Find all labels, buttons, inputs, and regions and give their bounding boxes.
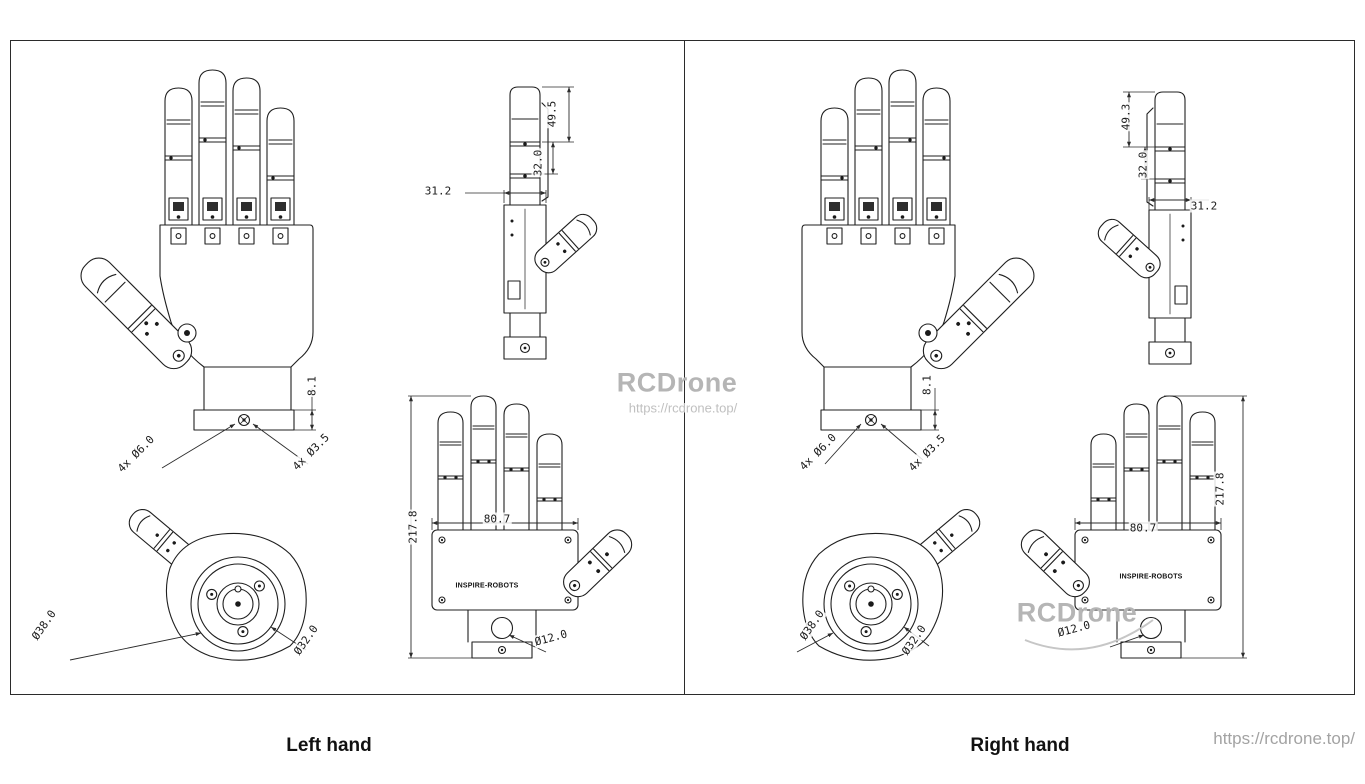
dim-midsegment-length-right: 32.0 (1136, 150, 1150, 180)
dim-palm-width-right: 80.7 (1128, 521, 1158, 535)
dim-fingertip-length-left: 49.5 (545, 99, 559, 129)
dim-base-plate-height-left: 8.1 (305, 375, 319, 397)
left-back-view (431, 395, 638, 659)
dim-fingertip-length-right: 49.3 (1119, 102, 1133, 132)
watermark-swoosh (1024, 619, 1154, 651)
dim-base-plate-height-right: 8.1 (920, 374, 934, 396)
panel-divider (684, 40, 686, 695)
dim-total-height-left: 217.8 (406, 509, 420, 545)
caption-left-hand: Left hand (286, 735, 372, 756)
dim-total-height-right: 217.8 (1213, 471, 1227, 507)
watermark-rcdrone-center: RCDrone (616, 367, 738, 398)
dim-side-width-right: 31.2 (1189, 199, 1219, 213)
watermark-url-center: https://rcdrone.top/ (628, 400, 738, 416)
dim-side-width-left: 31.2 (423, 184, 453, 198)
caption-right-hand: Right hand (970, 735, 1070, 756)
brand-label-left: INSPIRE-ROBOTS (455, 582, 519, 590)
left-bottom-view (123, 504, 307, 661)
brand-label-right: INSPIRE-ROBOTS (1119, 573, 1183, 581)
right-side-view (1093, 91, 1192, 365)
right-bottom-view (802, 504, 986, 661)
right-hand-drawing (796, 69, 1247, 661)
dim-midsegment-length-left: 32.0 (531, 148, 545, 178)
corner-url: https://rcdrone.top/ (1213, 729, 1355, 748)
left-hand-drawing (69, 69, 638, 661)
watermark-rcdrone-right: RCDrone (1016, 597, 1138, 628)
left-palm-view (74, 69, 314, 431)
dim-palm-width-left: 80.7 (482, 512, 512, 526)
drawing-sheet-border (10, 40, 1355, 695)
